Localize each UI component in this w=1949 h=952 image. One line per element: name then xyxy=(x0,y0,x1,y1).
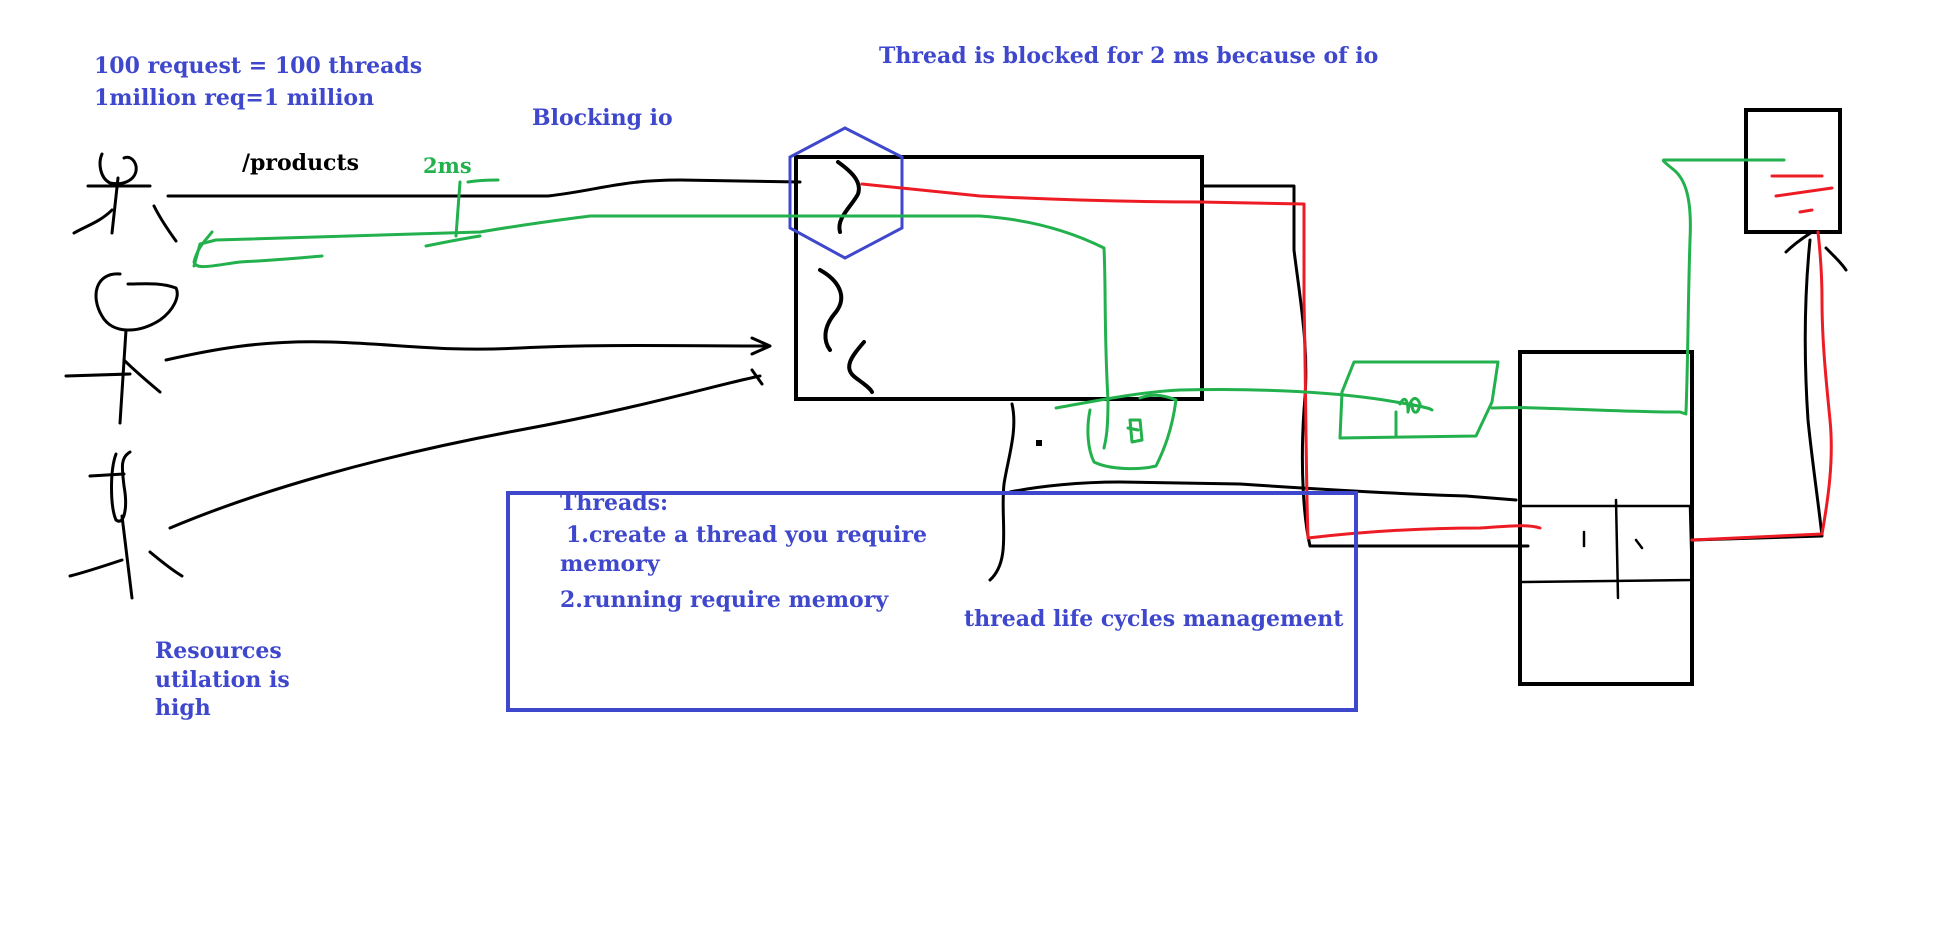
thread-lifecycle-note: thread life cycles management xyxy=(964,606,1344,632)
threads-item-1: 1.create a thread you require memory xyxy=(560,522,928,577)
green-response-path xyxy=(192,158,1786,471)
thread-squiggles xyxy=(818,160,874,394)
red-request-path xyxy=(860,174,1834,542)
products-endpoint-label: /products xyxy=(242,150,360,176)
blocking-io-label: Blocking io xyxy=(532,105,673,131)
threads-notes-frame xyxy=(506,491,1358,712)
client-figure-3 xyxy=(68,450,184,600)
middle-db-box xyxy=(1518,350,1694,686)
thread-blocked-note: Thread is blocked for 2 ms because of io xyxy=(879,43,1379,69)
threads-title: Threads: xyxy=(560,490,669,516)
server-box xyxy=(794,155,1204,401)
resource-utilization-note: Resources utilation is high xyxy=(155,638,290,722)
db-connector-lines xyxy=(988,184,1530,582)
request-lines xyxy=(164,178,802,530)
requests-to-threads-note-line2: 1million req=1 million xyxy=(94,85,375,111)
remote-service-links xyxy=(1690,230,1848,542)
middle-db-row xyxy=(1518,498,1694,600)
threads-item-2: 2.running require memory xyxy=(560,587,889,613)
requests-to-threads-note-line1: 100 request = 100 threads xyxy=(94,53,423,79)
client-figure-1 xyxy=(72,152,178,243)
small-dot-mark xyxy=(1036,440,1042,446)
remote-service-box xyxy=(1744,108,1842,234)
client-figure-2 xyxy=(64,272,179,425)
latency-label: 2ms xyxy=(423,153,472,178)
active-thread-hexagon xyxy=(788,126,904,260)
